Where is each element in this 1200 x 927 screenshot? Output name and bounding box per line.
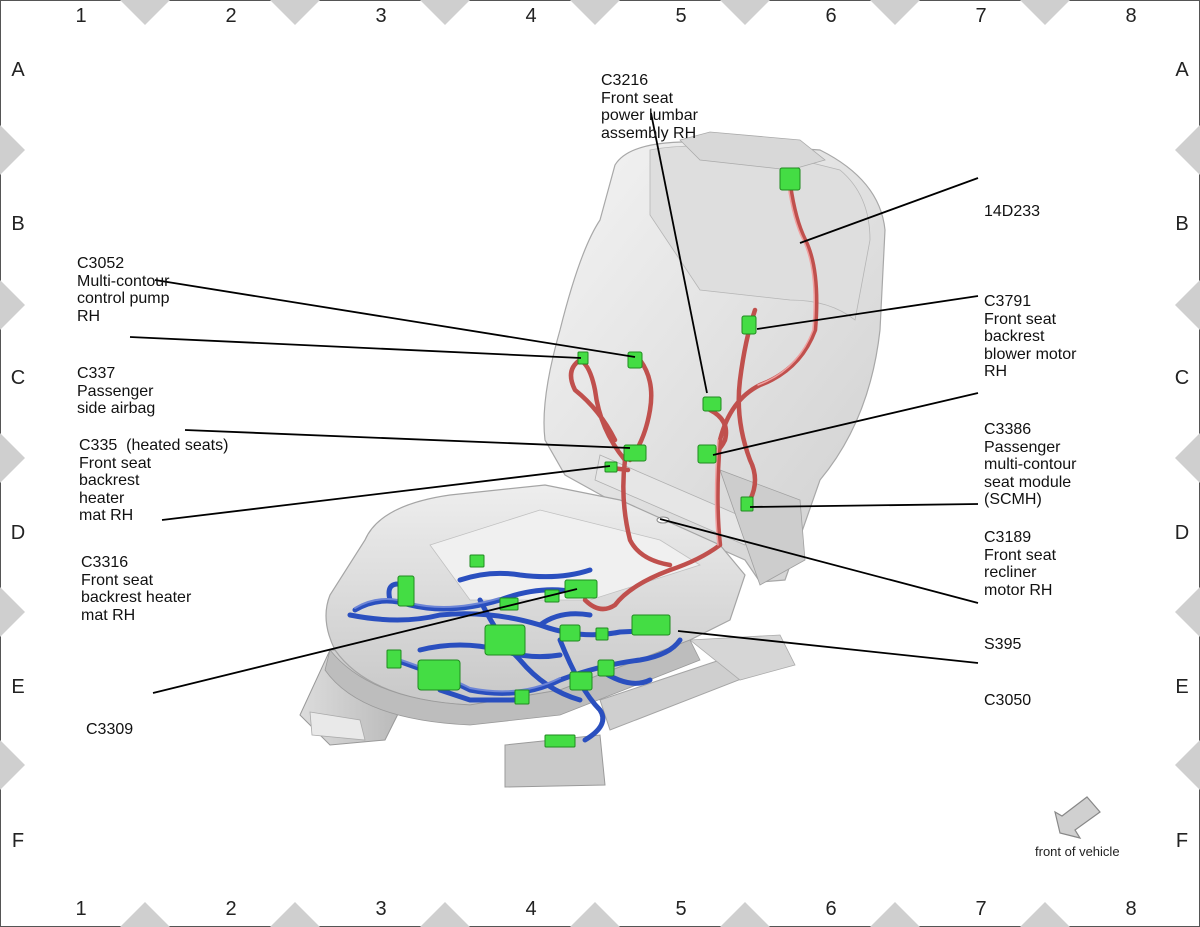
arrow-down-left-icon [1054,796,1101,839]
backrest-harness-highlight [714,184,815,546]
grid-column-top-8: 8 [1125,5,1137,27]
backrest-harness [568,182,819,612]
grid-row-left-f: F [11,830,25,852]
grid-row-left-e: E [11,676,25,698]
grid-column-bottom-8: 8 [1125,898,1137,920]
grid-row-right-a: A [1175,59,1189,81]
grid-column-bottom-5: 5 [675,898,687,920]
leader-lines [129,112,979,694]
grid-column-bottom-4: 4 [525,898,537,920]
callout-c3309: C3309 [86,721,134,738]
grid-row-left-a: A [11,59,25,81]
grid-column-bottom-3: 3 [375,898,387,920]
grid-column-bottom-2: 2 [225,898,237,920]
grid-column-top-5: 5 [675,5,687,27]
grid-row-right-e: E [1175,676,1189,698]
grid-column-top-3: 3 [375,5,387,27]
seat-backrest [543,131,886,586]
callout-14d233: 14D233 [984,203,1041,220]
grid-column-top-6: 6 [825,5,837,27]
front-of-vehicle-label: front of vehicle [1035,844,1120,859]
connectors [386,167,801,748]
grid-row-right-c: C [1174,367,1190,389]
grid-row-left-c: C [10,367,26,389]
grid-row-right-f: F [1175,830,1189,852]
grid-column-bottom-6: 6 [825,898,837,920]
grid-row-right-d: D [1174,522,1190,544]
grid-column-bottom-1: 1 [75,898,87,920]
callout-c3050: C3050 [984,692,1032,709]
grid-row-left-b: B [11,213,25,235]
grid-column-top-7: 7 [975,5,987,27]
grid-row-left-d: D [10,522,26,544]
grid-column-top-4: 4 [525,5,537,27]
grid-column-top-2: 2 [225,5,237,27]
grid-row-right-b: B [1175,213,1189,235]
callout-s395: S395 [984,636,1022,653]
grid-column-top-1: 1 [75,5,87,27]
grid-column-bottom-7: 7 [975,898,987,920]
